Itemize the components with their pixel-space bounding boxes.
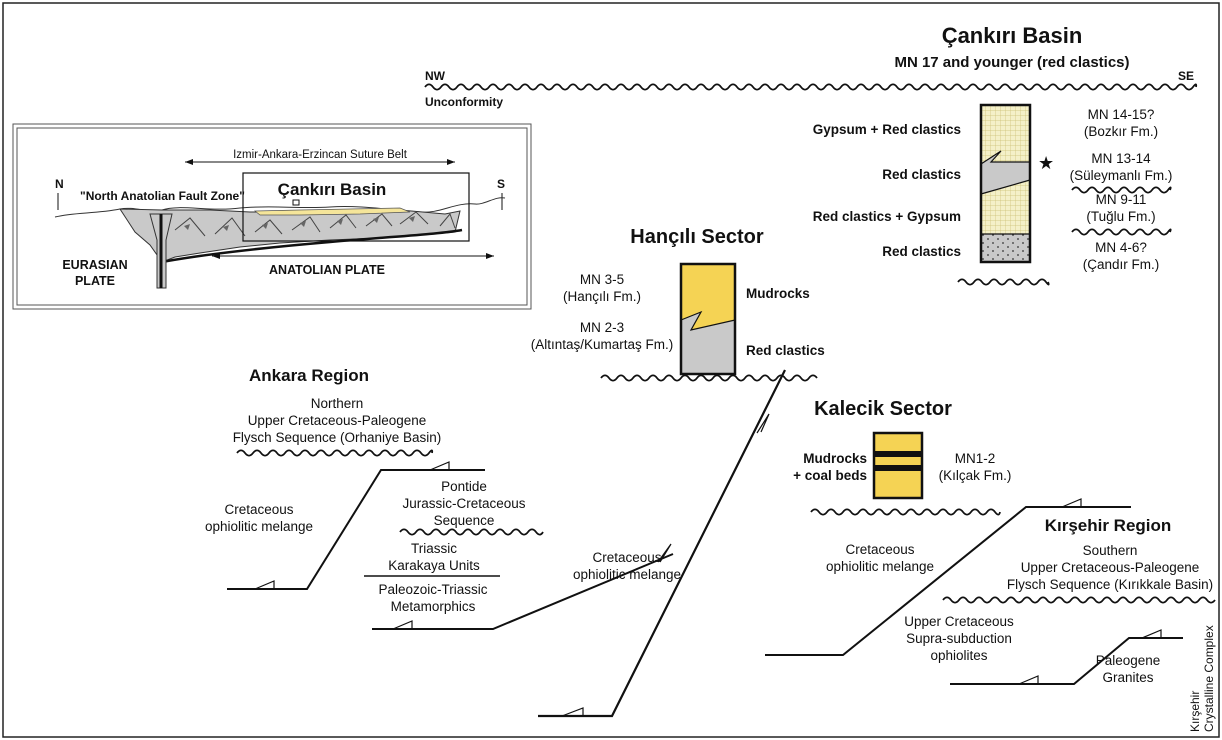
eurasian-plate-label-2: PLATE — [75, 274, 115, 288]
ophiolites-3: ophiolites — [930, 648, 987, 663]
kalecik-title: Kalecik Sector — [814, 398, 952, 420]
inset-terrain — [54, 197, 506, 218]
kalecik-column — [872, 431, 924, 500]
central-thrust — [538, 369, 786, 718]
ankara-thrust-left — [227, 469, 485, 590]
anatolian-plate-label: ANATOLIAN PLATE — [269, 263, 385, 277]
inset-n-label: N — [55, 177, 64, 191]
candir-fm: (Çandır Fm.) — [1083, 257, 1160, 272]
kirsehir-flysch-1: Southern — [1083, 543, 1138, 558]
paleozoic-1: Paleozoic-Triassic — [378, 582, 487, 597]
kalecik-lith-2: + coal beds — [793, 468, 867, 483]
cankiri-lith-2: Red clastics — [882, 167, 961, 182]
triassic-1: Triassic — [411, 541, 457, 556]
star-marker: ★ — [1038, 153, 1054, 173]
hancili-base-unconformity — [600, 374, 818, 382]
nw-label: NW — [425, 69, 446, 83]
cankiri-lith-1: Gypsum + Red clastics — [813, 122, 961, 137]
candir-mn: MN 4-6? — [1095, 240, 1147, 255]
inset-basin-box — [242, 172, 470, 242]
hancili-mn-top: MN 3-5 — [580, 272, 624, 287]
ankara-melange-1: Cretaceous — [224, 502, 293, 517]
kirsehir-unconformity — [942, 596, 1216, 604]
cankiri-column — [979, 103, 1032, 264]
hancili-lith-bot: Red clastics — [746, 343, 825, 358]
cankiri-lith-4: Red clastics — [882, 244, 961, 259]
kirsehir-title: Kırşehir Region — [1045, 516, 1172, 535]
cankiri-red-clastics-upper — [981, 162, 1030, 194]
kirsehir-thrust — [765, 506, 1131, 656]
central-melange-2: ophiolitic melange — [573, 567, 681, 582]
ophiolites-1: Upper Cretaceous — [904, 614, 1014, 629]
ankara-flysch-2: Upper Cretaceous-Paleogene — [248, 413, 427, 428]
hancili-mn-bot: MN 2-3 — [580, 320, 624, 335]
kirsehir-melange-1: Cretaceous — [845, 542, 914, 557]
ankara-melange-2: ophiolitic melange — [205, 519, 313, 534]
cankiri-lith-3: Red clastics + Gypsum — [813, 209, 961, 224]
kirsehir-melange-2: ophiolitic melange — [826, 559, 934, 574]
kalecik-mn: MN1-2 — [955, 451, 996, 466]
hancili-fm-bot: (Altıntaş/Kumartaş Fm.) — [531, 337, 674, 352]
central-melange-1: Cretaceous — [592, 550, 661, 565]
inset-frame-outer — [12, 123, 532, 310]
bozkir-fm: (Bozkır Fm.) — [1084, 124, 1158, 139]
pontide-2: Jurassic-Cretaceous — [402, 496, 525, 511]
complex-label-2: Crystalline Complex — [1202, 625, 1216, 732]
kalecik-lith-1: Mudrocks — [803, 451, 867, 466]
tuglu-mn: MN 9-11 — [1096, 192, 1147, 207]
hancili-column — [679, 262, 737, 376]
cankiri-red-clastics-lower — [981, 234, 1030, 262]
inset-basin-fill — [254, 207, 411, 216]
pontide-unconformity — [399, 528, 544, 536]
hancili-title: Hançılı Sector — [630, 226, 764, 248]
coal-bed-1 — [874, 451, 922, 457]
suleymanli-fm: (Süleymanlı Fm.) — [1070, 168, 1173, 183]
inset-frame-inner — [16, 127, 528, 306]
complex-label-1: Kırşehir — [1188, 691, 1202, 732]
bozkir-mn: MN 14-15? — [1088, 107, 1155, 122]
eurasian-plate-label-1: EURASIAN — [62, 258, 127, 272]
top-unconformity — [424, 83, 1198, 91]
granite-thrust — [950, 637, 1183, 685]
suture-belt-label: Izmir-Ankara-Erzincan Suture Belt — [233, 149, 408, 161]
unconformity-label: Unconformity — [425, 95, 503, 109]
pontide-3: Sequence — [434, 513, 495, 528]
granites-1: Paleogene — [1096, 653, 1161, 668]
ankara-unconformity — [236, 449, 434, 457]
granites-2: Granites — [1102, 670, 1153, 685]
ankara-flysch-1: Northern — [311, 396, 364, 411]
coal-bed-2 — [874, 465, 922, 471]
inset-s-label: S — [497, 177, 505, 191]
ankara-title: Ankara Region — [249, 366, 369, 385]
kirsehir-flysch-2: Upper Cretaceous-Paleogene — [1021, 560, 1200, 575]
cankiri-basin-title: Çankırı Basin — [942, 23, 1083, 48]
inset-slab-base — [161, 228, 463, 264]
ankara-flysch-3: Flysch Sequence (Orhaniye Basin) — [233, 430, 442, 445]
hancili-fm-top: (Hançılı Fm.) — [563, 289, 641, 304]
inset-basin-label: Çankırı Basin — [278, 180, 387, 199]
cankiri-basin-subtitle: MN 17 and younger (red clastics) — [894, 54, 1129, 71]
paleozoic-2: Metamorphics — [391, 599, 476, 614]
se-label: SE — [1178, 69, 1194, 83]
ophiolites-2: Supra-subduction — [906, 631, 1012, 646]
pontide-1: Pontide — [441, 479, 487, 494]
cankiri-base-unconformity — [957, 278, 1050, 286]
kalecik-base-unconformity — [810, 508, 1001, 516]
tuglu-fm: (Tuğlu Fm.) — [1086, 209, 1155, 224]
triassic-2: Karakaya Units — [388, 558, 480, 573]
hancili-lith-top: Mudrocks — [746, 286, 810, 301]
suleymanli-mn: MN 13-14 — [1091, 151, 1151, 166]
kirsehir-flysch-3: Flysch Sequence (Kırıkkale Basin) — [1007, 577, 1213, 592]
kalecik-fm: (Kılçak Fm.) — [939, 468, 1012, 483]
naf-label: "North Anatolian Fault Zone" — [80, 189, 245, 203]
